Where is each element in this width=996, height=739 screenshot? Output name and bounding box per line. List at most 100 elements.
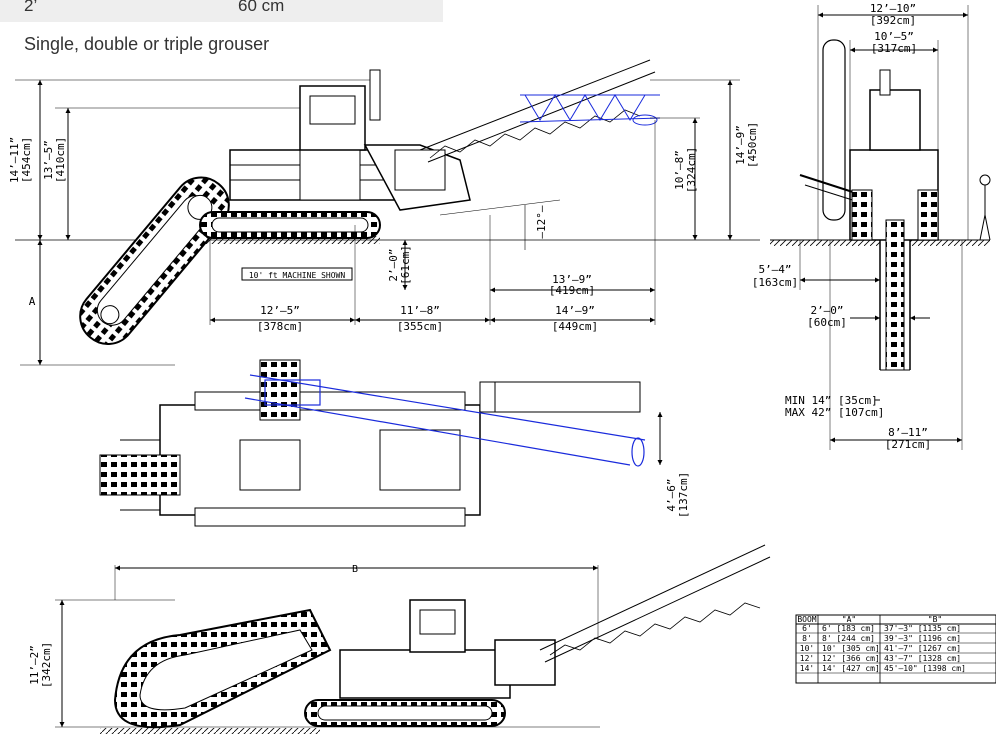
svg-text:14’–9”: 14’–9” — [734, 125, 747, 165]
svg-text:[378cm]: [378cm] — [257, 320, 303, 333]
side-view — [15, 59, 760, 366]
dim-base-width-ft: 8’–11” — [888, 426, 928, 439]
svg-text:12’–10”: 12’–10” — [870, 2, 916, 15]
svg-text:11’–2”: 11’–2” — [28, 645, 41, 685]
svg-text:[355cm]: [355cm] — [397, 320, 443, 333]
table-cell: 6' [183 cm] — [822, 624, 875, 633]
svg-text:2’–0”: 2’–0” — [810, 304, 843, 317]
svg-text:[61cm]: [61cm] — [399, 245, 412, 285]
dim-conveyor-drop-cm: [324cm] — [685, 147, 698, 193]
svg-text:39'–3" [1196 cm]: 39'–3" [1196 cm] — [884, 634, 961, 643]
svg-text:[163cm]: [163cm] — [752, 276, 798, 289]
svg-text:[342cm]: [342cm] — [40, 642, 53, 688]
svg-text:[410cm]: [410cm] — [54, 137, 67, 183]
svg-text:[271cm]: [271cm] — [885, 438, 931, 451]
svg-text:4’–6”: 4’–6” — [665, 478, 678, 511]
dim-trench-width-ft: 2’–0” — [810, 304, 843, 317]
svg-text:8': 8' — [802, 634, 812, 643]
conveyor-swing-position — [244, 374, 646, 467]
dim-boom-to-track-cm: [378cm] — [257, 320, 303, 333]
spec-trench-width-cm: 60 cm — [238, 0, 285, 15]
spec-row: 2’ 60 cm — [0, 0, 443, 22]
dim-conveyor-offset-ft: 4’–6” — [665, 478, 678, 511]
svg-text:43'–7" [1328 cm]: 43'–7" [1328 cm] — [884, 654, 961, 663]
table-cell: 45'–10" [1398 cm] — [884, 664, 966, 673]
dim-cab-height-cm: [410cm] — [54, 137, 67, 183]
table-header-b: "B" — [928, 615, 942, 624]
table-cell: 10' [305 cm] — [822, 644, 880, 653]
svg-text:2’–0”: 2’–0” — [387, 248, 400, 281]
transport-view — [55, 544, 771, 734]
svg-text:BOOM: BOOM — [797, 615, 816, 624]
dim-trench-width-cm: [60cm] — [807, 316, 847, 329]
dim-track-to-conveyor-ft: 14’–9” — [555, 304, 595, 317]
top-view — [99, 359, 663, 527]
svg-text:12' [366 cm]: 12' [366 cm] — [822, 654, 880, 663]
dim-track-length-ft: 11’–8” — [400, 304, 440, 317]
table-cell: 37'–3" [1135 cm] — [884, 624, 961, 633]
table-cell: 12' — [800, 654, 814, 663]
conveyor-alt-position — [519, 94, 661, 126]
dim-conveyor-height-cm: [450cm] — [746, 122, 759, 168]
dim-base-width-cm: [271cm] — [885, 438, 931, 451]
length-label-b: B — [352, 564, 358, 575]
min-width-label: MIN 14” [35cm] — [785, 394, 878, 407]
dim-track-width-ft: 10’–5” — [874, 30, 914, 43]
svg-text:10’–5”: 10’–5” — [874, 30, 914, 43]
front-view — [770, 5, 991, 450]
table-cell: 14' [427 cm] — [822, 664, 880, 673]
dim-boom-to-track-ft: 12’–5” — [260, 304, 300, 317]
table-cell: 39'–3" [1196 cm] — [884, 634, 961, 643]
table-cell: 12' [366 cm] — [822, 654, 880, 663]
svg-text:[454cm]: [454cm] — [20, 137, 33, 183]
depth-label-a: A — [29, 295, 36, 308]
svg-text:11’–8”: 11’–8” — [400, 304, 440, 317]
max-width-label: MAX 42” [107cm] — [785, 406, 884, 419]
svg-text:"A": "A" — [842, 615, 856, 624]
svg-text:[137cm]: [137cm] — [677, 472, 690, 518]
table-cell: 14' — [800, 664, 814, 673]
svg-text:10': 10' — [800, 644, 814, 653]
svg-text:13’–9”: 13’–9” — [552, 273, 592, 286]
table-header-a: "A" — [842, 615, 856, 624]
svg-text:14': 14' — [800, 664, 814, 673]
svg-text:[419cm]: [419cm] — [549, 284, 595, 297]
dim-dig-below-ft: 2’–0” — [387, 248, 400, 281]
digging-boom — [79, 176, 230, 345]
spoil-conveyor — [419, 59, 656, 163]
svg-text:5’–4”: 5’–4” — [758, 263, 791, 276]
dim-dig-below-cm: [61cm] — [399, 245, 412, 285]
svg-text:10' [305 cm]: 10' [305 cm] — [822, 644, 880, 653]
dim-overall-width-ft: 12’–10” — [870, 2, 916, 15]
dim-overall-height-ft: 14’–11” — [8, 137, 21, 183]
boom-table: BOOM "A" "B" 6' 6' [183 cm] 37'–3" [1135… — [795, 614, 996, 684]
svg-text:8’–11”: 8’–11” — [888, 426, 928, 439]
table-cell: 8' [244 cm] — [822, 634, 875, 643]
table-header-boom: BOOM — [797, 615, 816, 624]
table-cell: 10' — [800, 644, 814, 653]
svg-text:A: A — [29, 295, 36, 308]
dim-transport-height-cm: [342cm] — [40, 642, 53, 688]
svg-text:14’–9”: 14’–9” — [555, 304, 595, 317]
dim-trench-offset-cm: [163cm] — [752, 276, 798, 289]
dim-cab-height-ft: 13’–5” — [42, 140, 55, 180]
svg-text:[392cm]: [392cm] — [870, 14, 916, 27]
dim-conveyor-height-ft: 14’–9” — [734, 125, 747, 165]
dim-overall-width-cm: [392cm] — [870, 14, 916, 27]
svg-text:MIN 14” [35cm]: MIN 14” [35cm] — [785, 394, 878, 407]
svg-text:14’–11”: 14’–11” — [8, 137, 21, 183]
dim-conveyor-offset-cm: [137cm] — [677, 472, 690, 518]
svg-text:12': 12' — [800, 654, 814, 663]
exhaust-stack — [369, 69, 381, 121]
dim-track-length-cm: [355cm] — [397, 320, 443, 333]
dim-conveyor-reach-cm: [419cm] — [549, 284, 595, 297]
svg-text:10’–8”: 10’–8” — [673, 150, 686, 190]
svg-text:6': 6' — [802, 624, 812, 633]
svg-text:37'–3" [1135 cm]: 37'–3" [1135 cm] — [884, 624, 961, 633]
table-cell: 6' — [802, 624, 812, 633]
svg-text:12’–5”: 12’–5” — [260, 304, 300, 317]
svg-text:[449cm]: [449cm] — [552, 320, 598, 333]
machine-shown-label: 10' ft MACHINE SHOWN — [249, 271, 346, 280]
svg-text:[450cm]: [450cm] — [746, 122, 759, 168]
